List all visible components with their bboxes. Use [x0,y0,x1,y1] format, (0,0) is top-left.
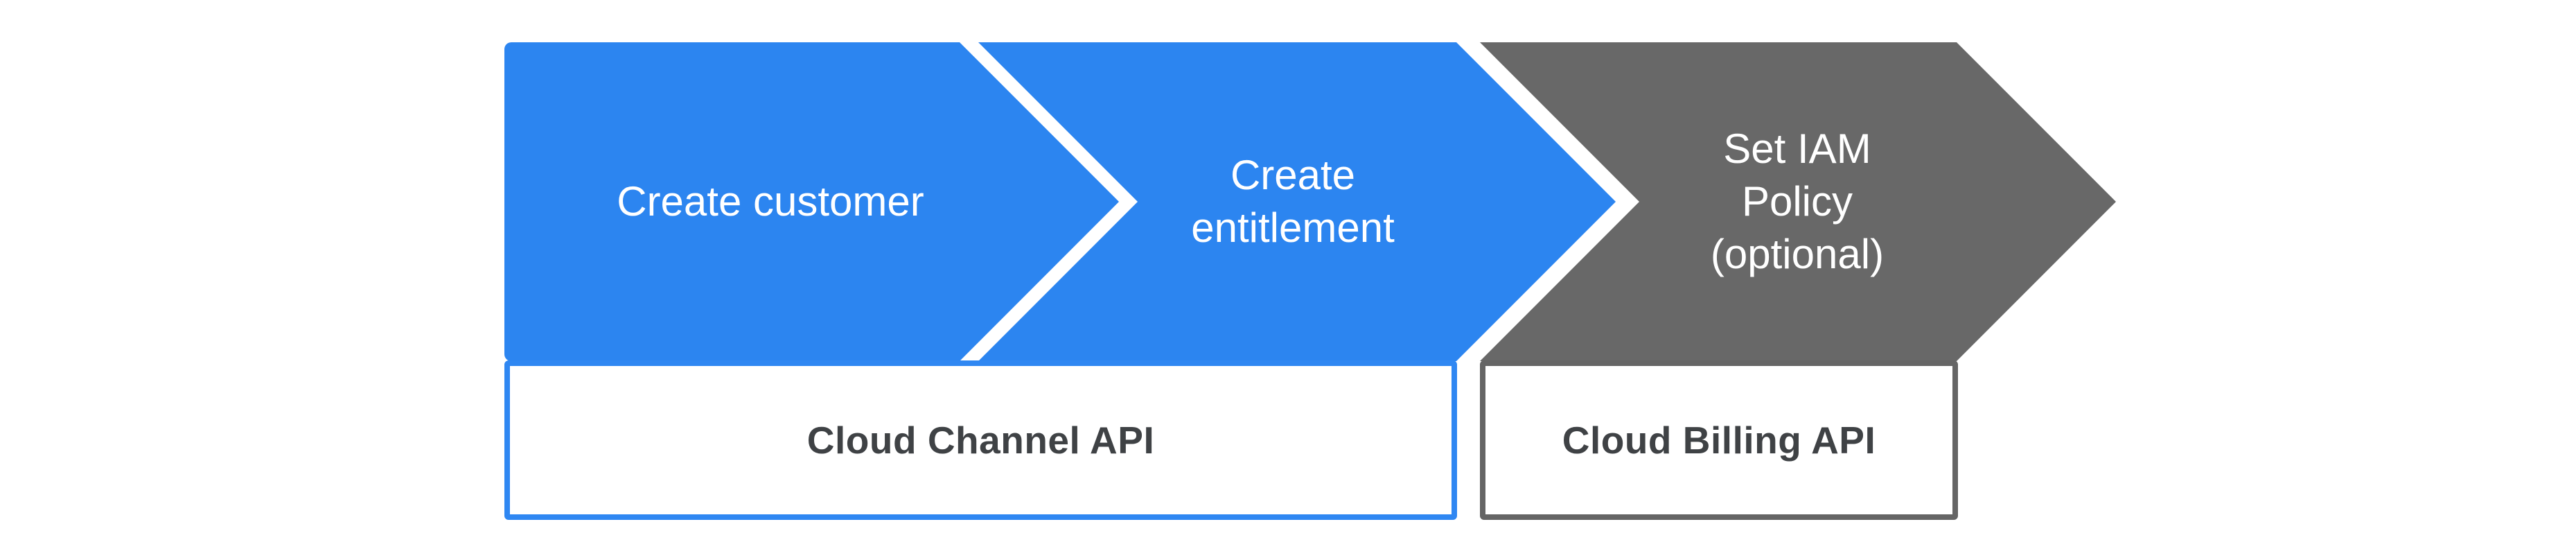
cloud-channel-api-box: Cloud Channel API [504,360,1457,520]
step-label-set-iam-policy: Set IAM Policy (optional) [1710,125,1885,277]
cloud-billing-api-box: Cloud Billing API [1480,360,1958,520]
step-label-create-entitlement: Create entitlement [1191,152,1395,251]
cloud-channel-api-label: Cloud Channel API [806,419,1155,462]
step-label-create-customer: Create customer [617,178,924,225]
cloud-billing-api-label: Cloud Billing API [1562,419,1876,462]
